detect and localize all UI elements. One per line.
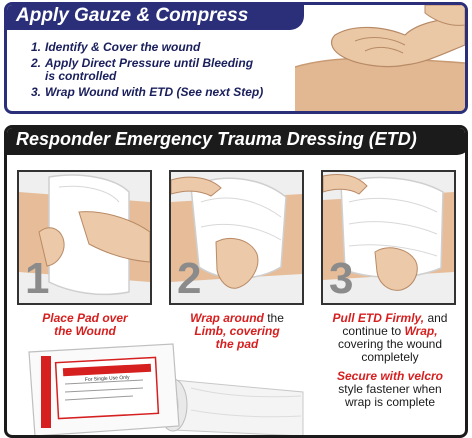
etd-title-bar: Responder Emergency Trauma Dressing (ETD… <box>7 128 465 155</box>
step-1-caption: Place Pad over the Wound <box>42 311 128 338</box>
step-2-number: 2 <box>177 254 202 303</box>
step-2-illustration <box>171 172 302 303</box>
package-label-text: For Single Use Only <box>85 375 130 383</box>
hands-compress-illustration <box>295 5 465 111</box>
gauze-compress-title: Apply Gauze & Compress <box>16 5 249 26</box>
step-3-number: 3 <box>329 254 354 303</box>
etd-package-illustration: For Single Use Only <box>28 343 304 435</box>
gauze-step-1: 1.Identify & Cover the wound <box>31 40 201 54</box>
gauze-steps-list: 1.Identify & Cover the wound 2.Apply Dir… <box>31 41 263 102</box>
step-1-illustration <box>19 172 150 303</box>
step-2-caption: Wrap around the Limb, covering the pad <box>190 311 284 351</box>
step-3-caption: Pull ETD Firmly, and continue to Wrap, c… <box>332 311 448 409</box>
gauze-compress-title-bar: Apply Gauze & Compress <box>7 5 304 30</box>
gauze-step-3: 3.Wrap Wound with ETD (See next Step) <box>31 85 264 99</box>
etd-title: Responder Emergency Trauma Dressing (ETD… <box>16 129 417 149</box>
step-3-illustration <box>323 172 454 303</box>
etd-panel: Responder Emergency Trauma Dressing (ETD… <box>4 125 468 438</box>
step-1-frame: 1 <box>17 170 152 305</box>
step-1-number: 1 <box>25 254 50 303</box>
gauze-compress-panel: Apply Gauze & Compress 1.Identify & Cove… <box>4 2 468 114</box>
step-3-frame: 3 <box>321 170 456 305</box>
step-2-frame: 2 <box>169 170 304 305</box>
